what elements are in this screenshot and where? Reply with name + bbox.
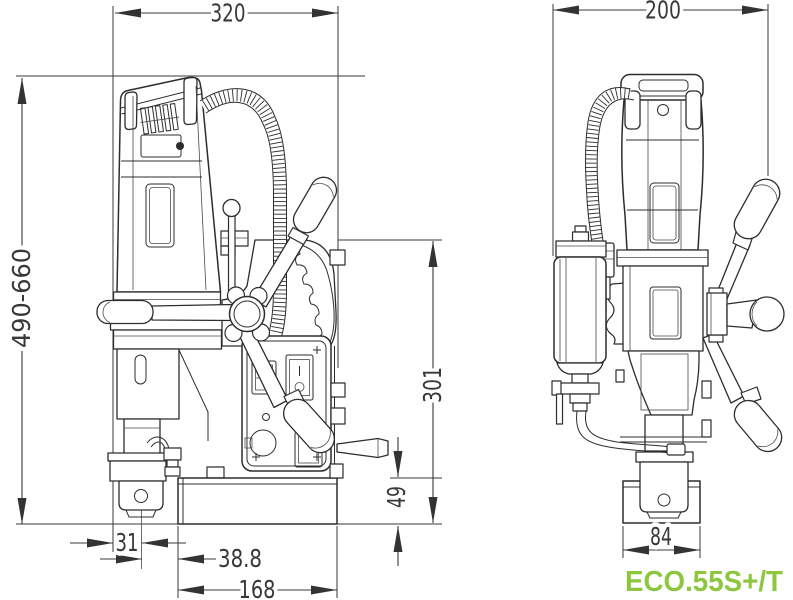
chuck-front <box>118 480 164 511</box>
dim-width-base: 84 <box>650 522 672 551</box>
coolant-hose <box>576 410 671 454</box>
feed-handle-grip-left <box>96 299 154 325</box>
handle-recess <box>145 183 175 248</box>
valve-lever <box>555 393 564 425</box>
model-label: ECO.55S+/T <box>625 566 783 598</box>
dim-offset-spindle-base: 38.8 <box>218 544 262 573</box>
dimension-labels: 320 490-660 301 49 31 38.8 168 200 84 <box>3 0 686 600</box>
motor-housing-side <box>620 73 704 251</box>
selector-knob <box>222 198 241 218</box>
dim-depth-overall: 200 <box>645 0 681 25</box>
indicator-light <box>262 413 270 421</box>
selector-rod <box>227 214 236 299</box>
dim-length-base: 168 <box>239 575 276 600</box>
side-hub <box>706 287 728 343</box>
chuck-side <box>635 451 694 519</box>
feed-handles-front <box>96 176 338 454</box>
nameplate-dot <box>176 142 184 150</box>
magnet-base-front <box>177 477 338 525</box>
feed-hub <box>224 286 271 343</box>
dim-offset-spindle-left: 31 <box>116 528 139 557</box>
dim-width-overall: 320 <box>211 0 246 28</box>
vent-slots <box>139 103 180 135</box>
side-fittings-front <box>329 249 389 479</box>
side-grip-middle-ball <box>749 296 785 332</box>
feed-handle-grip-lower <box>282 398 336 454</box>
side-grip-lower <box>733 399 783 453</box>
front-view <box>96 76 389 525</box>
chip-spout <box>336 437 389 459</box>
feed-handle-grip-upper <box>292 176 338 234</box>
side-view <box>551 73 785 524</box>
slide-body-front <box>107 291 225 518</box>
corrugation-ticks <box>585 87 631 240</box>
coolant-valve <box>558 382 600 395</box>
coolant-tank <box>551 225 686 456</box>
dimension-lines <box>16 4 769 598</box>
dim-height-base: 49 <box>382 486 411 508</box>
arbor <box>109 460 167 482</box>
speed-knob <box>249 429 277 457</box>
side-grip-upper <box>733 178 781 240</box>
motor-housing-front <box>116 76 222 293</box>
slide-body-side <box>615 249 712 452</box>
dim-height-overall: 490-660 <box>7 248 36 348</box>
dim-height-slide: 301 <box>418 367 447 403</box>
power-cable-side <box>585 87 635 244</box>
arbor-flange <box>107 452 169 462</box>
feed-handles-side <box>702 178 785 453</box>
